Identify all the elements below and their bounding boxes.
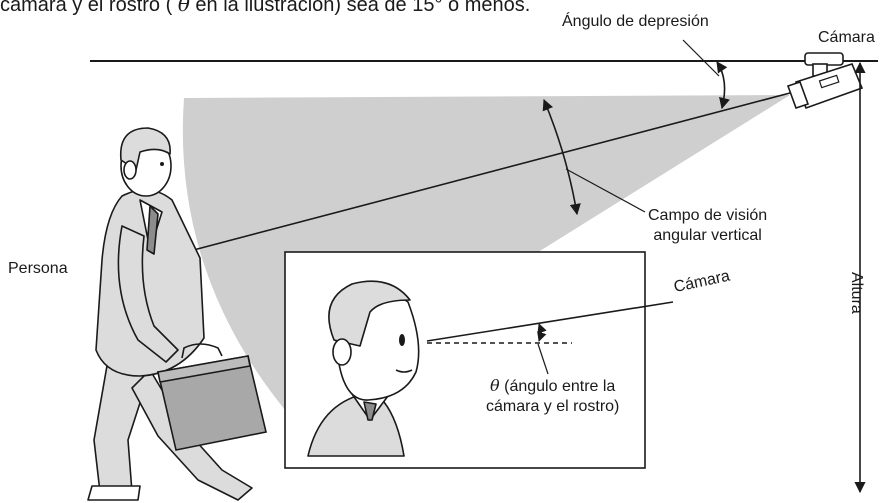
inset-theta-leader-line — [537, 343, 549, 375]
vertical-fov-arc — [542, 98, 581, 216]
briefcase-illustration — [157, 343, 267, 451]
depression-angle-line — [185, 92, 791, 253]
theta-symbol: θ — [490, 376, 500, 395]
height-label: Altura — [848, 272, 865, 314]
top-caption: cámara y el rostro ( θ en la ilustración… — [0, 0, 530, 17]
inset-face-illustration — [307, 280, 420, 457]
theta-label-line1: θ (ángulo entre la — [486, 376, 619, 397]
inset-camera-direction-line — [426, 301, 674, 342]
camera-device — [786, 52, 864, 110]
fov-leader-line — [565, 168, 646, 213]
depression-leader-line — [682, 39, 720, 77]
caption-theta-symbol: θ — [177, 0, 190, 16]
person-illustration — [87, 127, 253, 501]
theta-label-line1-text: (ángulo entre la — [499, 378, 616, 395]
caption-text-end: en la ilustración) sea de 15° o menos. — [189, 0, 531, 16]
theta-label-line2: cámara y el rostro) — [486, 398, 620, 415]
theta-label: θ (ángulo entre la cámara y el rostro) — [486, 376, 619, 417]
inset-theta-arc — [537, 323, 547, 342]
fov-label-line1: Campo de visión — [648, 207, 768, 224]
fov-label-line2: angular vertical — [653, 227, 762, 244]
depression-angle-arc — [716, 61, 730, 110]
fov-label: Campo de visión angular vertical — [648, 206, 767, 246]
person-label: Persona — [8, 260, 68, 277]
camera-label: Cámara — [818, 29, 875, 46]
caption-text-start: cámara y el rostro ( — [0, 0, 178, 16]
depression-angle-label: Ángulo de depresión — [562, 13, 709, 30]
